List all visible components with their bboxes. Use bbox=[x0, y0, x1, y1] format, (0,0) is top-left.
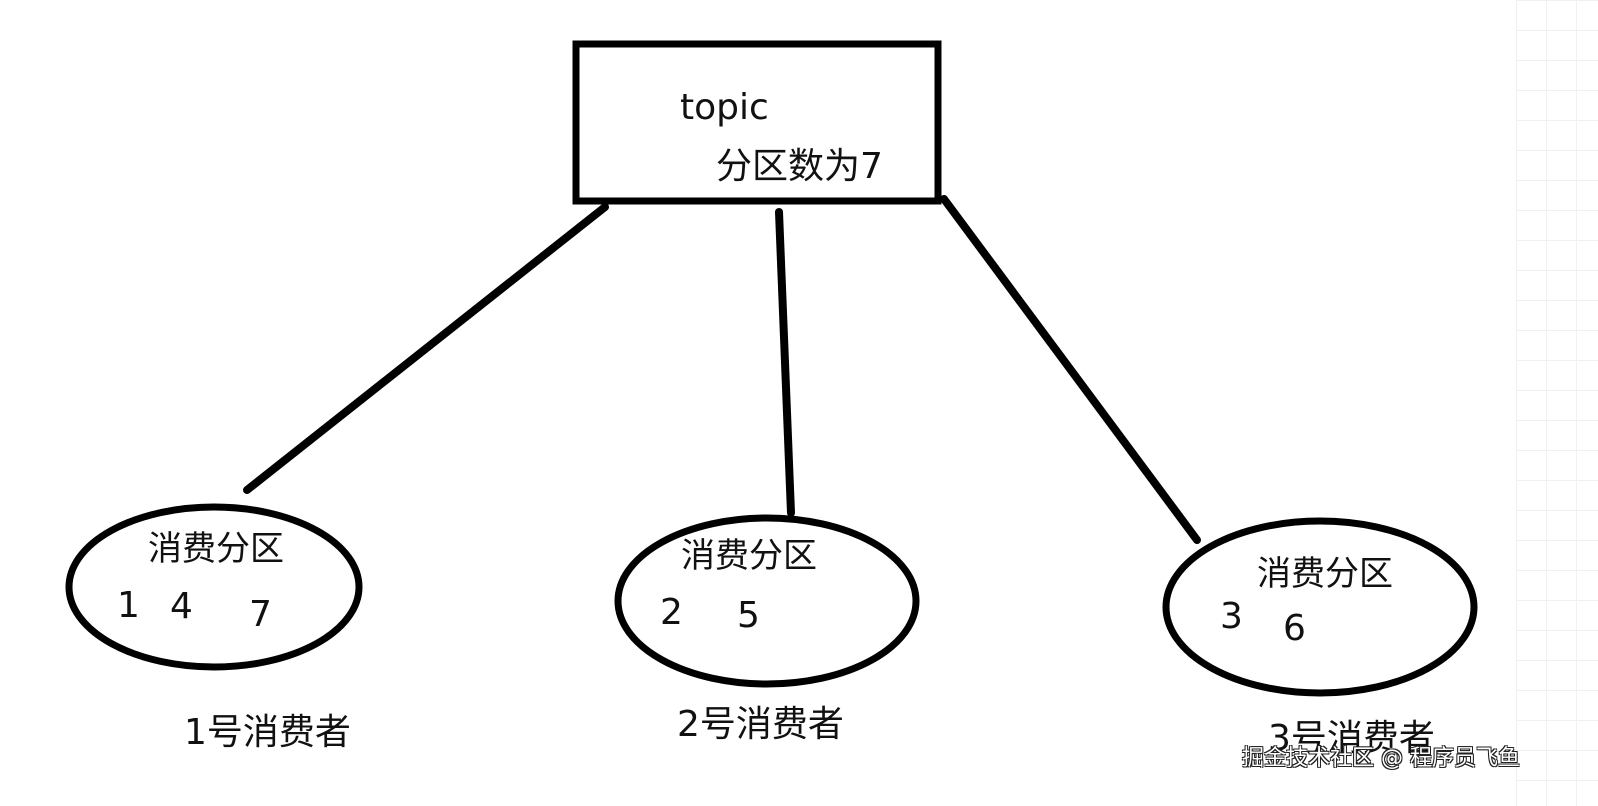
connector-line-consumer-3 bbox=[940, 195, 1201, 544]
consumer-1-group: 消费分区 1 4 7 1号消费者 bbox=[65, 503, 363, 753]
consumer-3-partition-6: 6 bbox=[1283, 608, 1306, 649]
watermark-text: 掘金技术社区 @ 程序员飞鱼 bbox=[1242, 746, 1520, 771]
consumer-3-partition-label: 消费分区 bbox=[1257, 554, 1393, 594]
consumer-3-ellipse bbox=[1162, 517, 1478, 697]
consumer-1-partition-label: 消费分区 bbox=[148, 529, 284, 569]
connector-line-consumer-1 bbox=[243, 203, 609, 494]
consumer-3-partition-3: 3 bbox=[1220, 596, 1243, 637]
topic-partition-count: 分区数为7 bbox=[716, 146, 883, 187]
consumer-1-ellipse bbox=[65, 503, 363, 671]
topic-box bbox=[572, 40, 942, 205]
consumer-2-ellipse bbox=[614, 514, 920, 688]
consumer-2-group: 消费分区 2 5 2号消费者 bbox=[614, 514, 920, 745]
consumer-1-partition-7: 7 bbox=[249, 594, 272, 635]
consumer-1-name: 1号消费者 bbox=[184, 712, 351, 753]
consumer-1-partition-1: 1 bbox=[117, 585, 140, 626]
consumer-2-partition-label: 消费分区 bbox=[681, 536, 817, 576]
grid-background bbox=[1516, 0, 1598, 806]
topic-title: topic bbox=[680, 87, 769, 128]
consumer-2-partition-2: 2 bbox=[660, 592, 683, 633]
consumer-3-group: 消费分区 3 6 3号消费者 bbox=[1162, 517, 1478, 759]
consumer-1-partition-4: 4 bbox=[170, 586, 193, 627]
consumer-3-name: 3号消费者 bbox=[1268, 718, 1435, 759]
consumer-2-name: 2号消费者 bbox=[677, 704, 844, 745]
connector-line-consumer-2 bbox=[775, 208, 795, 517]
consumer-2-partition-5: 5 bbox=[737, 595, 760, 636]
